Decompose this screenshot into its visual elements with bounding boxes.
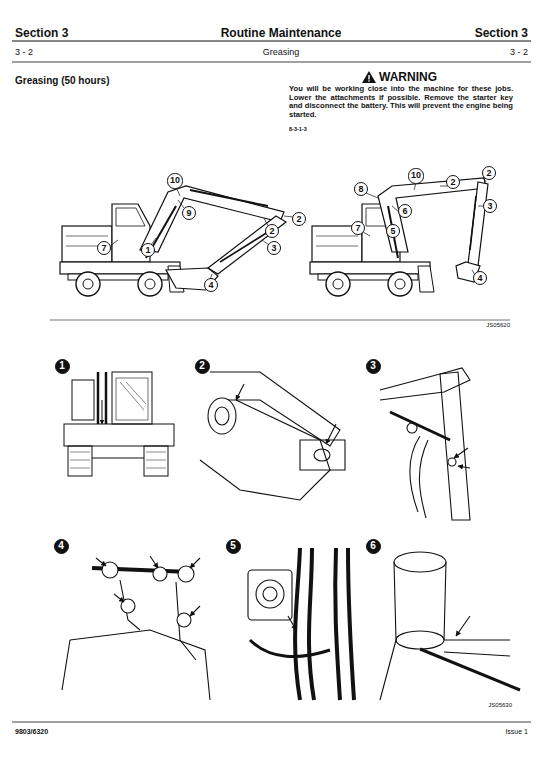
callout-text: 3 [487,202,492,211]
page-header: 3 - 2 [15,47,33,57]
page-header: Routine Maintenance [221,27,342,41]
callout-text: 6 [402,207,407,216]
callout-text: 4 [477,274,482,283]
panel-number: 6 [366,539,381,554]
callout-number: 4 [473,271,487,285]
page-header: Section 3 [15,27,68,41]
callout-number: 7 [351,221,365,235]
callout-text: 7 [355,224,360,233]
warning-text: You will be working close into the machi… [289,85,513,120]
callout-number: 2 [482,166,496,180]
page-header: Greasing [263,47,300,57]
section-title: Greasing (50 hours) [15,75,109,87]
callout-text: 6 [370,541,376,551]
callout-text: 4 [208,281,213,290]
callout-text: 1 [145,246,150,255]
callout-number: 10 [408,168,423,183]
callout-text: 10 [411,171,421,180]
callout-text: 2 [269,227,274,236]
panel-number: 3 [366,359,381,374]
reference-code: Issue 1 [505,728,528,736]
callout-text: 5 [230,541,236,551]
callout-number: 8 [354,182,368,196]
callout-number: 3 [267,241,281,255]
callout-text: 5 [390,227,395,236]
callout-text: 3 [370,361,376,371]
callout-number: 9 [182,206,196,220]
panel-number: 4 [54,539,69,554]
callout-number: 1 [141,243,155,257]
callout-text: 2 [486,169,491,178]
callout-text: 3 [271,244,276,253]
panel-number: 5 [226,539,241,554]
callout-text: 4 [58,541,64,551]
panel-number: 1 [55,359,70,374]
callout-text: 2 [296,215,301,224]
reference-code: JS05630 [488,702,512,709]
page-header: 3 - 2 [510,47,528,57]
callout-number: 2 [292,212,306,226]
callout-number: 5 [386,224,400,238]
callout-number: 10 [167,173,182,188]
page-header: Section 3 [475,27,528,41]
reference-code: 9803/6320 [15,728,48,736]
panel-number: 2 [195,359,210,374]
reference-code: 8-3-1-3 [289,126,307,132]
warning-heading: WARNING [379,71,437,85]
callout-text: 7 [101,244,106,253]
callout-number: 7 [97,241,111,255]
callout-text: 10 [170,176,180,185]
callout-text: 9 [186,209,191,218]
callout-text: 2 [450,178,455,187]
callout-number: 3 [483,199,497,213]
callout-number: 2 [265,224,279,238]
callout-text: 1 [59,361,65,371]
reference-code: JS05620 [486,322,510,329]
callout-text: 2 [199,361,205,371]
callout-number: 6 [398,204,412,218]
callout-number: 4 [204,278,218,292]
callout-text: 8 [358,185,363,194]
callout-number: 2 [446,175,460,189]
